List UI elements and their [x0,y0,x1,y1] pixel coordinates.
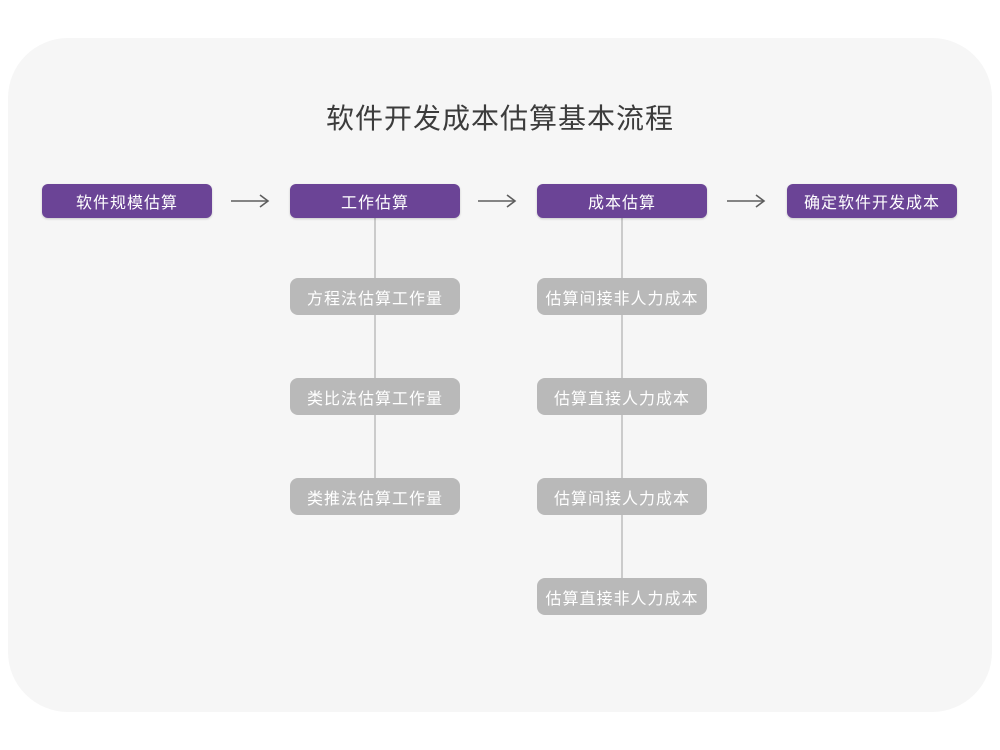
sub-node-direct-nonlabor-cost: 估算直接非人力成本 [537,578,707,615]
sub-node-indirect-nonlabor-cost: 估算间接非人力成本 [537,278,707,315]
flow-node-determine-development-cost: 确定软件开发成本 [787,184,957,218]
sub-node-label: 估算间接非人力成本 [545,290,699,308]
flow-node-cost-estimation: 成本估算 [537,184,707,218]
flow-node-label: 软件规模估算 [75,195,178,212]
flow-node-label: 确定软件开发成本 [803,195,940,212]
sub-node-label: 估算直接人力成本 [553,390,690,408]
sub-node-label: 方程法估算工作量 [306,290,443,308]
flow-node-software-scale-estimation: 软件规模估算 [42,184,212,218]
right-arrow-icon [478,194,517,208]
sub-node-analogy-method: 类比法估算工作量 [290,378,460,415]
sub-node-direct-labor-cost: 估算直接人力成本 [537,378,707,415]
sub-node-indirect-labor-cost: 估算间接人力成本 [537,478,707,515]
flow-node-label: 工作估算 [340,195,409,212]
flow-node-label: 成本估算 [587,195,656,212]
right-arrow-icon [231,194,270,208]
sub-node-extrapolation-method: 类推法估算工作量 [290,478,460,515]
sub-node-label: 估算间接人力成本 [553,490,690,508]
diagram-background-card [8,38,992,712]
sub-node-label: 类推法估算工作量 [306,490,443,508]
right-arrow-icon [727,194,766,208]
flow-node-work-estimation: 工作估算 [290,184,460,218]
sub-node-label: 类比法估算工作量 [306,390,443,408]
connector-line-work-estimation [374,218,376,496]
sub-node-label: 估算直接非人力成本 [545,590,699,608]
diagram-title: 软件开发成本估算基本流程 [325,103,674,134]
sub-node-equation-method: 方程法估算工作量 [290,278,460,315]
